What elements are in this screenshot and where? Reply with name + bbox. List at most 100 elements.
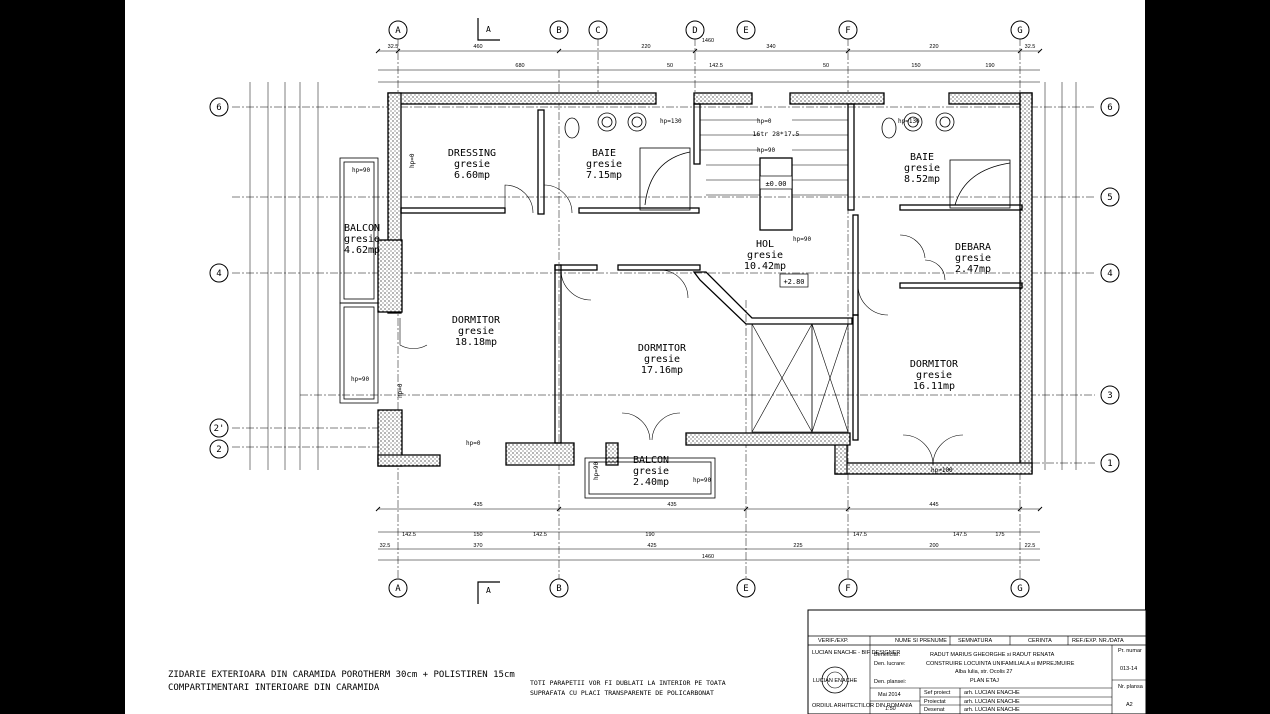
room-area: 2.40mp xyxy=(633,477,669,488)
dim-bottom-row2-6: 147.5 xyxy=(953,532,967,538)
grid-label-5-right: 5 xyxy=(1107,193,1112,203)
room-name: BAIE xyxy=(910,152,934,163)
tb-date: Mai 2014 xyxy=(878,692,901,698)
level-hall: +2.80 xyxy=(783,278,804,286)
architect-seal-icon xyxy=(821,666,849,694)
tb-plansa-label: Den. plansei: xyxy=(874,679,907,685)
hp-label: hp=0 xyxy=(397,383,404,398)
dim-bottom-row2-7: 175 xyxy=(995,532,1004,538)
room-baie-2: BAIE gresie 8.52mp xyxy=(904,152,940,185)
tb-role-2: Proiectat xyxy=(924,699,946,705)
dim-top-2: 460 xyxy=(473,44,482,50)
grid-label-B: B xyxy=(556,26,561,36)
tb-header-requirement: CERINTA xyxy=(1028,638,1052,644)
room-area: 8.52mp xyxy=(904,174,940,185)
stair-steps: 16tr 28*17.5 xyxy=(753,130,800,138)
room-area: 4.62mp xyxy=(344,245,380,256)
bottom-dimensions: 435 435 445 142.5 150 142.5 190 147.5 14… xyxy=(380,502,1036,560)
room-floor: gresie xyxy=(955,253,991,264)
tb-lucrare: CONSTRUIRE LOCUINTA UNIFAMILIALA si IMPR… xyxy=(926,661,1075,667)
room-name: DEBARA xyxy=(955,242,991,253)
grid-bubbles-left: 6 4 2' 2 xyxy=(209,97,229,459)
dim-top-row2-3: 142.5 xyxy=(709,63,723,69)
top-dimensions: 32.5 460 220 340 220 32.5 680 50 142.5 5… xyxy=(388,38,1036,69)
grid-label-4-left: 4 xyxy=(216,269,221,279)
grid-label-E: E xyxy=(743,26,748,36)
grid-label-2prime-left: 2' xyxy=(214,424,225,434)
room-name: HOL xyxy=(756,239,774,250)
tb-header-ref: REF./EXP. NR./DATA xyxy=(1072,638,1124,644)
hp-label: hp=90 xyxy=(593,462,600,480)
dim-bottom-3: 445 xyxy=(929,502,938,508)
grid-bubbles-right: 6 5 4 3 1 xyxy=(1100,97,1120,473)
dim-top-row2-4: 50 xyxy=(823,63,829,69)
room-dormitor-3: DORMITOR gresie 16.11mp xyxy=(910,359,959,392)
tb-beneficiar-label: Beneficiar: xyxy=(874,652,900,658)
dim-bottom-row3-1: 32.5 xyxy=(380,543,391,549)
room-area: 6.60mp xyxy=(454,170,490,181)
grid-label-2-left: 2 xyxy=(216,445,221,455)
room-name: DORMITOR xyxy=(910,359,959,370)
tb-scale: 1:50 xyxy=(885,706,896,712)
room-dormitor-2: DORMITOR gresie 17.16mp xyxy=(638,343,687,376)
room-floor: gresie xyxy=(644,354,680,365)
interior-walls xyxy=(400,103,1023,444)
dim-top-row2-1: 680 xyxy=(515,63,524,69)
paper xyxy=(125,0,1145,714)
tb-chamber: ORDIUL ARHITECTILOR DIN ROMANIA xyxy=(812,703,913,709)
dim-bottom-row2-4: 190 xyxy=(645,532,654,538)
hp-label: hp=0 xyxy=(757,118,772,125)
dim-bottom-row3-3: 425 xyxy=(647,543,656,549)
level-tags: ±0.00 +2.80 16tr 28*17.5 xyxy=(753,130,809,288)
room-area: 7.15mp xyxy=(586,170,622,181)
grid-label-F-bottom: F xyxy=(845,584,850,594)
hp-label: hp=90 xyxy=(793,236,811,243)
tb-beneficiar: RADUT MARIUS GHEORGHE si RADUT RENATA xyxy=(930,652,1055,658)
tb-person-2: arh. LUCIAN ENACHE xyxy=(964,699,1020,705)
tb-person-1: arh. LUCIAN ENACHE xyxy=(964,690,1020,696)
dim-top-row2-5: 150 xyxy=(911,63,920,69)
room-name: DORMITOR xyxy=(638,343,687,354)
title-block: VERIF./EXP. NUME SI PRENUME SEMNATURA CE… xyxy=(807,609,1147,714)
grid-label-A: A xyxy=(395,26,401,36)
dim-bottom-row3-2: 370 xyxy=(473,543,482,549)
sanitary-fixtures xyxy=(564,112,1011,211)
room-name: BALCON xyxy=(633,455,669,466)
hp-label: hp=90 xyxy=(351,376,369,383)
room-hol: HOL gresie 10.42mp xyxy=(744,239,786,272)
tb-role-3: Desenat xyxy=(924,707,945,713)
room-area: 2.47mp xyxy=(955,264,991,275)
hp-label: hp=90 xyxy=(352,167,370,174)
tb-sheet-no: A2 xyxy=(1126,702,1133,708)
door-swings xyxy=(399,184,964,466)
grid-bubbles-top: A B C D E F G xyxy=(388,20,1030,40)
room-name: BAIE xyxy=(592,148,616,159)
grid-label-6-left: 6 xyxy=(216,103,221,113)
grid-label-F: F xyxy=(845,26,850,36)
dim-top-row2-2: 50 xyxy=(667,63,673,69)
dim-top-total: 1460 xyxy=(702,38,714,44)
tb-header-verif: VERIF./EXP. xyxy=(818,638,849,644)
note-walls-interior: COMPARTIMENTARI INTERIOARE DIN CARAMIDA xyxy=(168,683,380,693)
dimension-ticks xyxy=(375,48,1043,512)
room-dressing: DRESSING gresie 6.60mp xyxy=(448,148,496,181)
dim-bottom-2: 435 xyxy=(667,502,676,508)
room-floor: gresie xyxy=(458,326,494,337)
tb-sheet-label: Nr. plansa xyxy=(1118,684,1144,690)
grid-label-C: C xyxy=(595,26,600,36)
room-balcon-1: BALCON gresie 4.62mp xyxy=(344,223,380,256)
parapet-heights: hp=0 hp=130 hp=0 hp=90 hp=130 hp=90 hp=9… xyxy=(351,118,953,484)
tb-role-1: Sef proiect xyxy=(924,690,951,696)
room-debara: DEBARA gresie 2.47mp xyxy=(955,242,991,275)
grid-label-3-right: 3 xyxy=(1107,391,1112,401)
room-floor: gresie xyxy=(586,159,622,170)
room-name: DRESSING xyxy=(448,148,496,159)
room-area: 17.16mp xyxy=(641,365,683,376)
dim-top-4: 340 xyxy=(766,44,775,50)
hp-label: hp=90 xyxy=(693,477,711,484)
hp-label: hp=100 xyxy=(931,467,953,474)
room-floor: gresie xyxy=(916,370,952,381)
grid-label-1-right: 1 xyxy=(1107,459,1112,469)
grid-label-D: D xyxy=(692,26,697,36)
